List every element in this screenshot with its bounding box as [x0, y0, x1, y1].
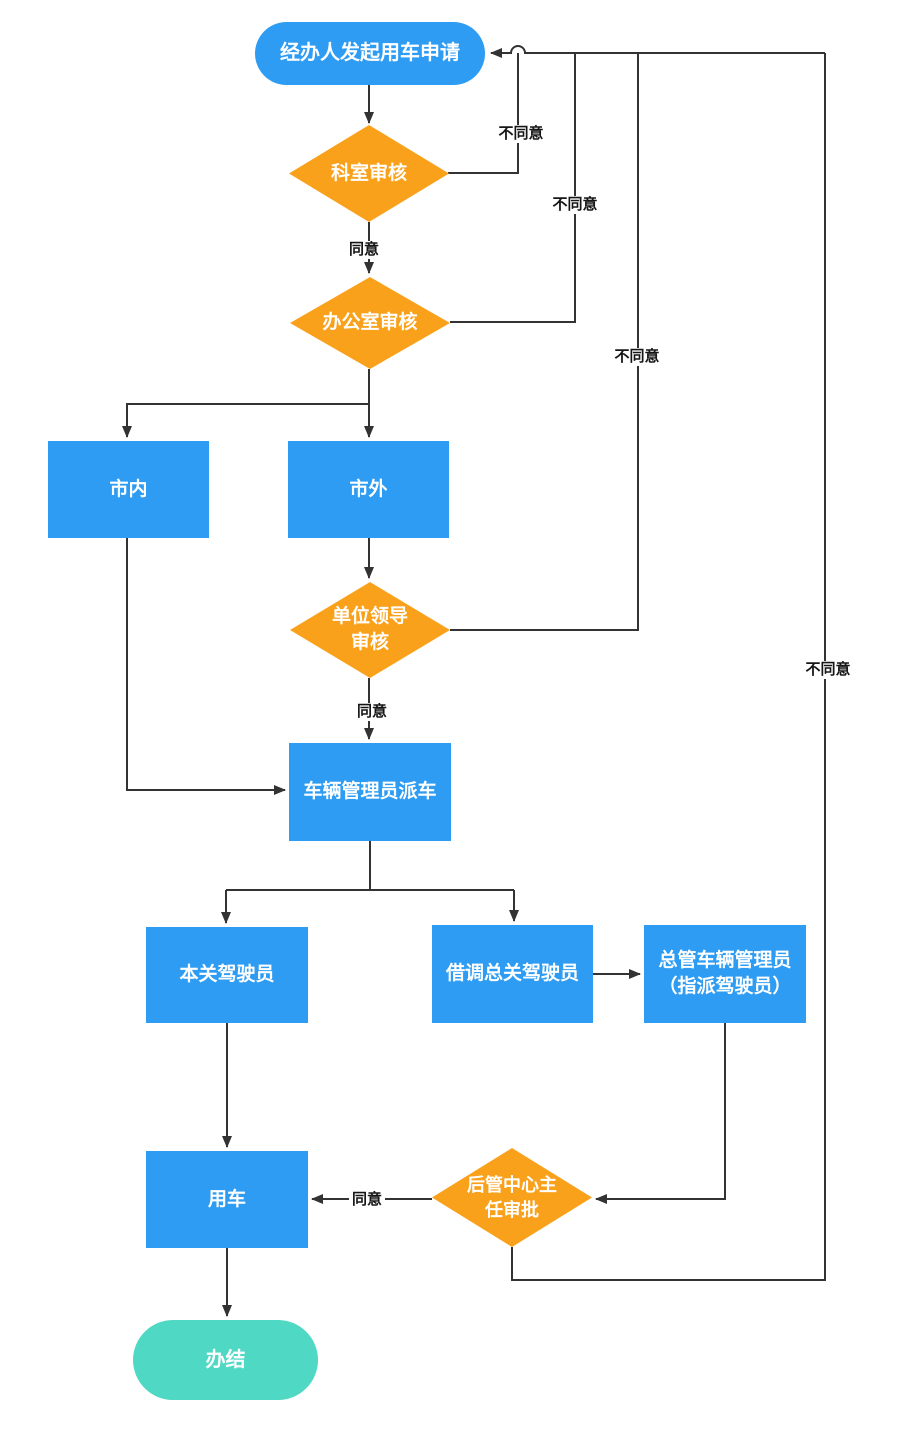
node-dept-review-label: 科室审核 — [330, 162, 407, 184]
edge-office-return — [450, 53, 576, 323]
node-borrow-driver-label: 借调总关驾驶员 — [445, 963, 579, 985]
node-end: 办结 — [133, 1320, 318, 1400]
edge-label-agree-leader: 同意 — [353, 703, 391, 721]
edge-label-agree-dept: 同意 — [345, 241, 383, 259]
edge-label-disagree-office: 不同意 — [549, 196, 601, 214]
node-in-city: 市内 — [48, 441, 209, 538]
edge-director-return — [511, 53, 826, 1281]
node-use-car: 用车 — [146, 1151, 308, 1248]
node-center-director-approval-label: 后管中心主任审批 — [467, 1175, 557, 1220]
node-use-car-label: 用车 — [207, 1188, 246, 1210]
node-in-city-label: 市内 — [109, 478, 148, 500]
edge-chief-director — [595, 1023, 726, 1204]
edge-leader-return — [450, 53, 639, 631]
node-chief-manager: 总管车辆管理员（指派驾驶员） — [644, 925, 806, 1023]
edge-dept-return — [448, 53, 519, 174]
edge-label-disagree-dept: 不同意 — [495, 125, 547, 143]
edge-label-disagree-director: 不同意 — [802, 661, 854, 679]
node-out-city-label: 市外 — [349, 478, 388, 500]
node-leader-review-label: 单位领导审核 — [331, 606, 408, 653]
node-dispatch-label: 车辆管理员派车 — [303, 781, 437, 803]
edge-office-split-trunk — [122, 369, 370, 438]
node-dispatch: 车辆管理员派车 — [289, 743, 451, 841]
node-start: 经办人发起用车申请 — [255, 22, 485, 85]
node-out-city: 市外 — [288, 441, 449, 538]
edge-return-top — [490, 45, 825, 58]
edge-label-disagree-leader: 不同意 — [611, 348, 663, 366]
node-own-driver: 本关驾驶员 — [146, 927, 308, 1023]
node-end-label: 办结 — [205, 1348, 246, 1371]
edge-label-agree-director: 同意 — [348, 1191, 386, 1209]
node-chief-manager-label: 总管车辆管理员（指派驾驶员） — [658, 950, 792, 997]
node-office-review-label: 办公室审核 — [322, 312, 418, 334]
edge-incity-dispatch — [126, 538, 286, 795]
node-own-driver-label: 本关驾驶员 — [179, 964, 275, 986]
node-start-label: 经办人发起用车申请 — [280, 42, 460, 64]
node-borrow-driver: 借调总关驾驶员 — [432, 925, 593, 1023]
